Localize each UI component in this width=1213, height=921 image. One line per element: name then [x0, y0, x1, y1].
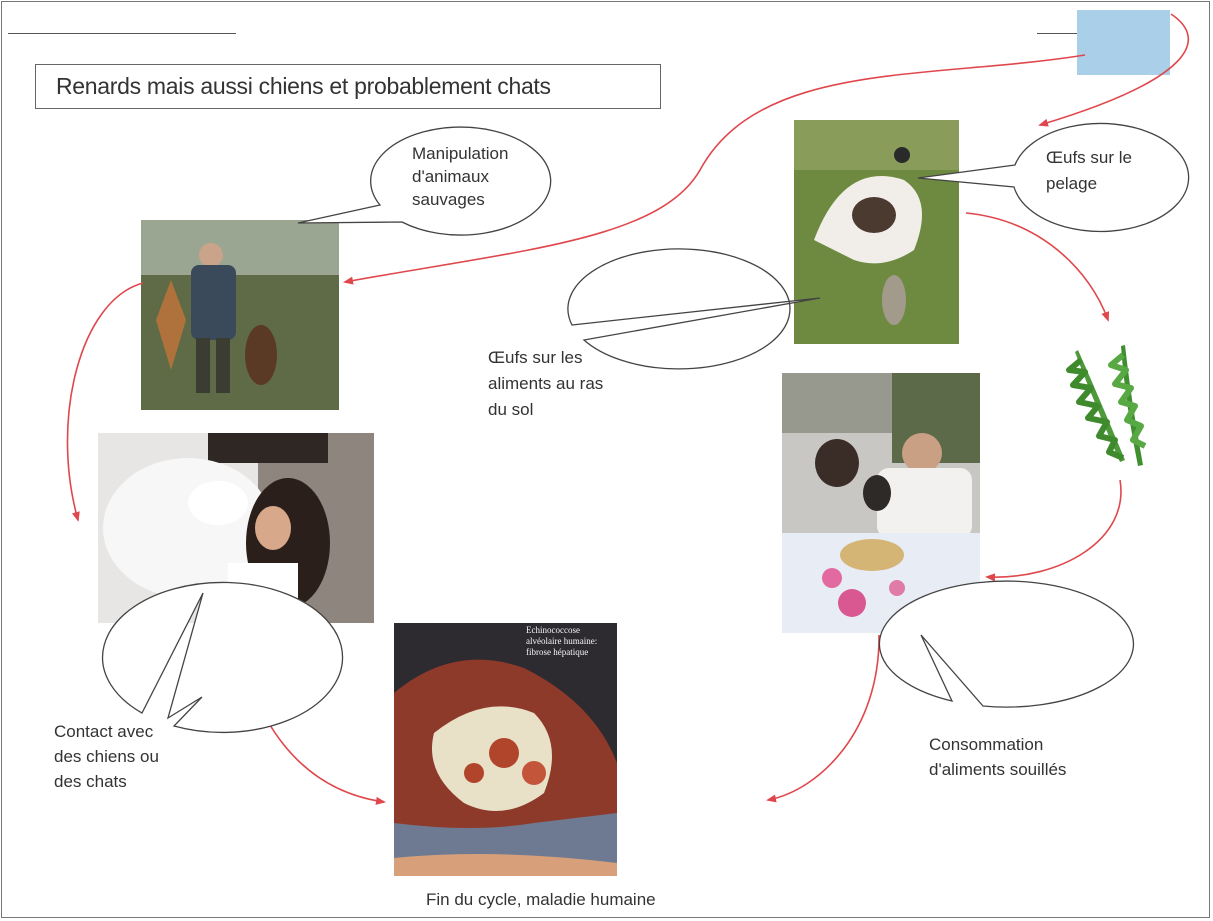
bubble-line: du sol: [488, 400, 533, 419]
disease-label-line: Echinococcose: [526, 625, 580, 635]
bubble-line: d'animaux: [412, 167, 489, 186]
bubble-line: Manipulation: [412, 144, 508, 163]
bubble-line: Œufs sur le: [1046, 148, 1132, 167]
disease-photo-label: Echinococcose alvéolaire humaine: fibros…: [526, 625, 614, 658]
bubble-line: Consommation: [929, 735, 1043, 754]
arrow-top-to-cat: [1038, 13, 1189, 127]
contact-callout: [101, 581, 344, 734]
oeufs-pelage-callout: [917, 122, 1190, 233]
cat-photo: [794, 120, 959, 344]
manipulation-callout: [297, 126, 552, 236]
girl-and-dog-photo: [98, 433, 374, 623]
diagram-caption: Fin du cycle, maladie humaine: [426, 890, 656, 909]
liver-disease-photo: Echinococcose alvéolaire humaine: fibros…: [394, 623, 617, 876]
oeufs-pelage-text: Œufs sur le pelage: [1046, 148, 1137, 193]
consommation-text: Consommation d'aliments souillés: [929, 735, 1066, 779]
bubble-line: d'aliments souillés: [929, 760, 1066, 779]
bubble-line: pelage: [1046, 174, 1097, 193]
top-left-rule: [8, 33, 236, 34]
accent-box: [1077, 10, 1170, 75]
disease-label-line: fibrose hépatique: [526, 647, 589, 657]
slide-title: Renards mais aussi chiens et probablemen…: [35, 64, 661, 109]
oeufs-aliments-text: Œufs sur les aliments au ras du sol: [488, 348, 608, 419]
top-right-rule: [1037, 33, 1077, 34]
bubble-line: Contact avec: [54, 722, 154, 741]
manipulation-text: Manipulation d'animaux sauvages: [412, 144, 513, 209]
disease-label-line: alvéolaire humaine:: [526, 636, 598, 646]
oeufs-aliments-callout: [567, 248, 821, 370]
arrow-cat-to-dandelion: [965, 212, 1110, 322]
bubble-line: des chiens ou: [54, 747, 159, 766]
consommation-callout: [878, 580, 1135, 708]
arrow-top-to-hunter: [343, 54, 1086, 285]
bubble-line: des chats: [54, 772, 127, 791]
arrow-hunter-to-dog: [66, 282, 144, 522]
contact-text: Contact avec des chiens ou des chats: [54, 722, 164, 791]
hunter-photo: [141, 220, 339, 410]
dandelion-leaves-image: [1063, 340, 1155, 480]
arrow-dandelion-to-meal: [985, 479, 1122, 582]
bubble-line: aliments au ras: [488, 374, 603, 393]
bubble-line: sauvages: [412, 190, 485, 209]
arrow-meal-to-disease: [766, 634, 880, 803]
bubble-line: Œufs sur les: [488, 348, 582, 367]
